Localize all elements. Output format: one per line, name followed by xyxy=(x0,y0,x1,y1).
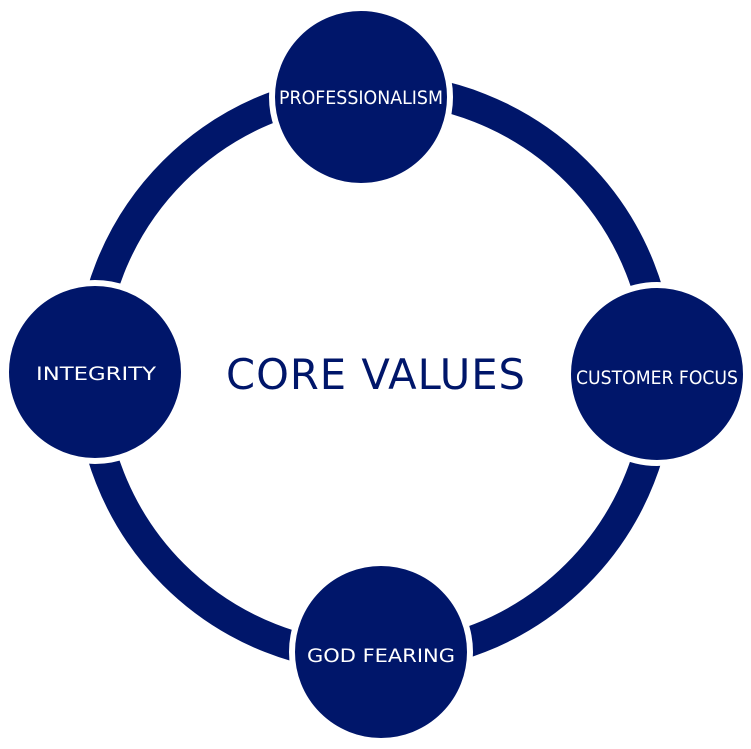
node-circle-customer-focus xyxy=(565,282,749,466)
node-circle-professionalism xyxy=(269,5,453,189)
node-label-professionalism: PROFESSIONALISM xyxy=(279,87,443,109)
node-label-customer-focus: CUSTOMER FOCUS xyxy=(576,367,738,389)
node-label-god-fearing: GOD FEARING xyxy=(307,645,455,667)
node-circle-integrity xyxy=(3,280,187,464)
node-integrity: INTEGRITY xyxy=(3,280,187,464)
node-god-fearing: GOD FEARING xyxy=(289,560,473,744)
node-customer-focus: CUSTOMER FOCUS xyxy=(565,282,749,466)
center-title: CORE VALUES xyxy=(226,350,526,399)
node-professionalism: PROFESSIONALISM xyxy=(269,5,453,189)
node-circle-god-fearing xyxy=(289,560,473,744)
node-label-integrity: INTEGRITY xyxy=(36,363,156,385)
